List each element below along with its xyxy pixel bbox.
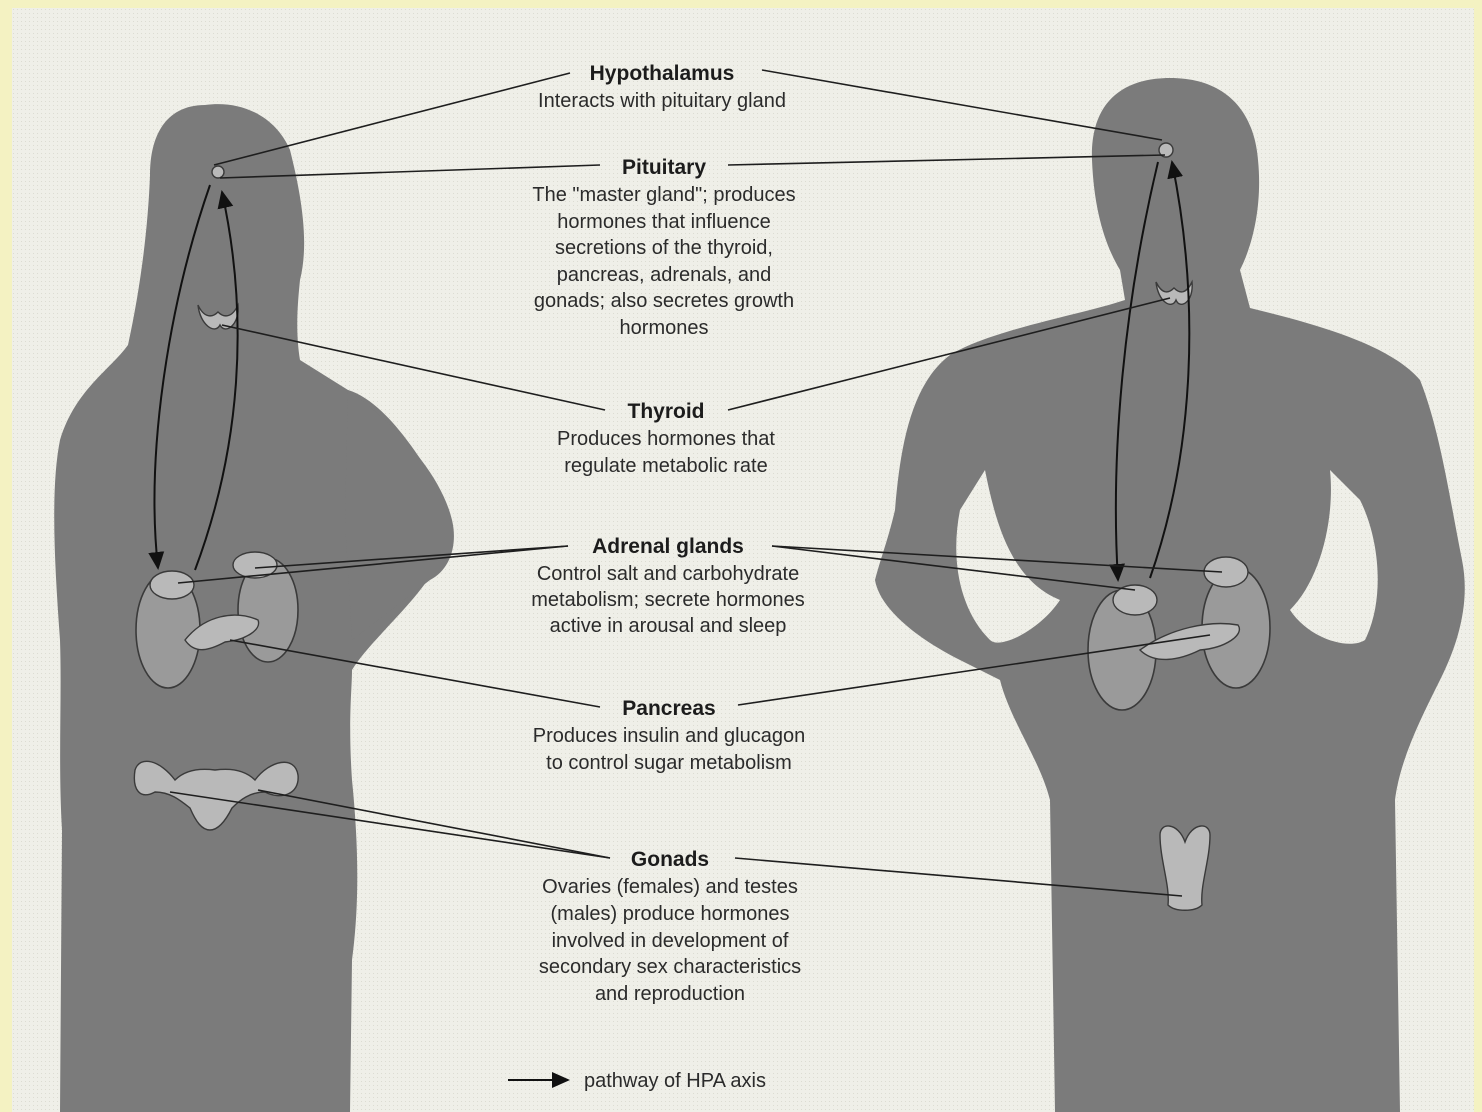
female-pituitary-icon: [212, 166, 224, 178]
legend-label: pathway of HPA axis: [584, 1070, 766, 1092]
pituitary-desc-5: gonads; also secretes growth: [534, 290, 794, 312]
gonads-title: Gonads: [631, 848, 709, 871]
adrenal-desc-1: Control salt and carbohydrate: [537, 563, 799, 585]
pituitary-desc-4: pancreas, adrenals, and: [557, 264, 772, 286]
hypothalamus-title: Hypothalamus: [590, 62, 735, 85]
gonads-desc-2: (males) produce hormones: [551, 903, 790, 925]
adrenal-desc-3: active in arousal and sleep: [550, 615, 787, 637]
gonads-desc-3: involved in development of: [552, 930, 789, 952]
hypothalamus-desc-1: Interacts with pituitary gland: [538, 90, 786, 112]
pituitary-desc-1: The "master gland"; produces: [532, 184, 795, 206]
thyroid-title: Thyroid: [628, 400, 705, 423]
gonads-desc-5: and reproduction: [595, 983, 745, 1005]
pituitary-title: Pituitary: [622, 156, 706, 179]
pituitary-desc-3: secretions of the thyroid,: [555, 237, 773, 259]
pituitary-desc-6: hormones: [620, 317, 709, 339]
thyroid-desc-2: regulate metabolic rate: [564, 455, 767, 477]
pancreas-desc-1: Produces insulin and glucagon: [533, 725, 805, 747]
female-adrenal-left-icon: [150, 571, 194, 599]
adrenal-title: Adrenal glands: [592, 535, 744, 558]
thyroid-desc-1: Produces hormones that: [557, 428, 775, 450]
label-pituitary: Pituitary The "master gland"; produces h…: [532, 156, 795, 339]
gonads-desc-4: secondary sex characteristics: [539, 956, 801, 978]
pancreas-desc-2: to control sugar metabolism: [546, 752, 792, 774]
pancreas-title: Pancreas: [622, 697, 715, 720]
gonads-desc-1: Ovaries (females) and testes: [542, 876, 798, 898]
pituitary-desc-2: hormones that influence: [557, 211, 770, 233]
adrenal-desc-2: metabolism; secrete hormones: [531, 589, 804, 611]
